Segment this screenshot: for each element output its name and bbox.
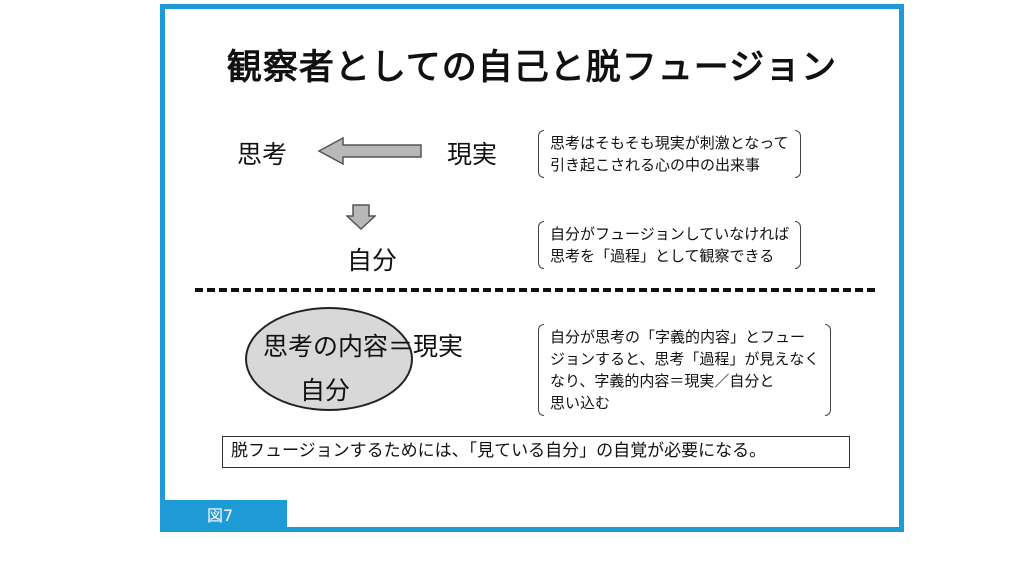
self-label: 自分 (347, 246, 398, 275)
note-line: 思い込む (550, 394, 611, 412)
thought-content-equals-reality: 思考の内容＝現実 (263, 332, 464, 361)
summary-box: 脱フュージョンするためには、「見ている自分」の自覚が必要になる。 (222, 436, 850, 468)
left-arrow-icon (317, 136, 422, 166)
note-thought-origin: 思考はそもそも現実が刺激となって 引き起こされる心の中の出来事 (538, 130, 801, 178)
section-divider (195, 288, 875, 292)
reality-label: 現実 (447, 140, 498, 169)
figure-label: 図7 (165, 500, 287, 532)
note-line: 自分がフュージョンしていなければ (550, 225, 790, 243)
note-line: ジョンすると、思考「過程」が見えなく (550, 350, 820, 368)
thought-label: 思考 (237, 140, 288, 169)
fusion-ellipse (245, 307, 413, 411)
note-line: 思考を「過程」として観察できる (550, 247, 775, 265)
down-arrow-icon (346, 204, 376, 230)
note-fusion: 自分が思考の「字義的内容」とフュー ジョンすると、思考「過程」が見えなく なり、… (538, 324, 832, 416)
self-label-fused: 自分 (300, 376, 351, 405)
slide: 観察者としての自己と脱フュージョン 思考 現実 思考はそもそも現実が刺激となって… (160, 4, 904, 532)
note-observe-process: 自分がフュージョンしていなければ 思考を「過程」として観察できる (538, 221, 802, 269)
slide-title: 観察者としての自己と脱フュージョン (226, 48, 838, 88)
note-line: 引き起こされる心の中の出来事 (550, 156, 761, 174)
note-line: 自分が思考の「字義的内容」とフュー (550, 328, 806, 346)
note-line: 思考はそもそも現実が刺激となって (550, 134, 789, 152)
note-line: なり、字義的内容＝現実／自分と (550, 372, 775, 390)
